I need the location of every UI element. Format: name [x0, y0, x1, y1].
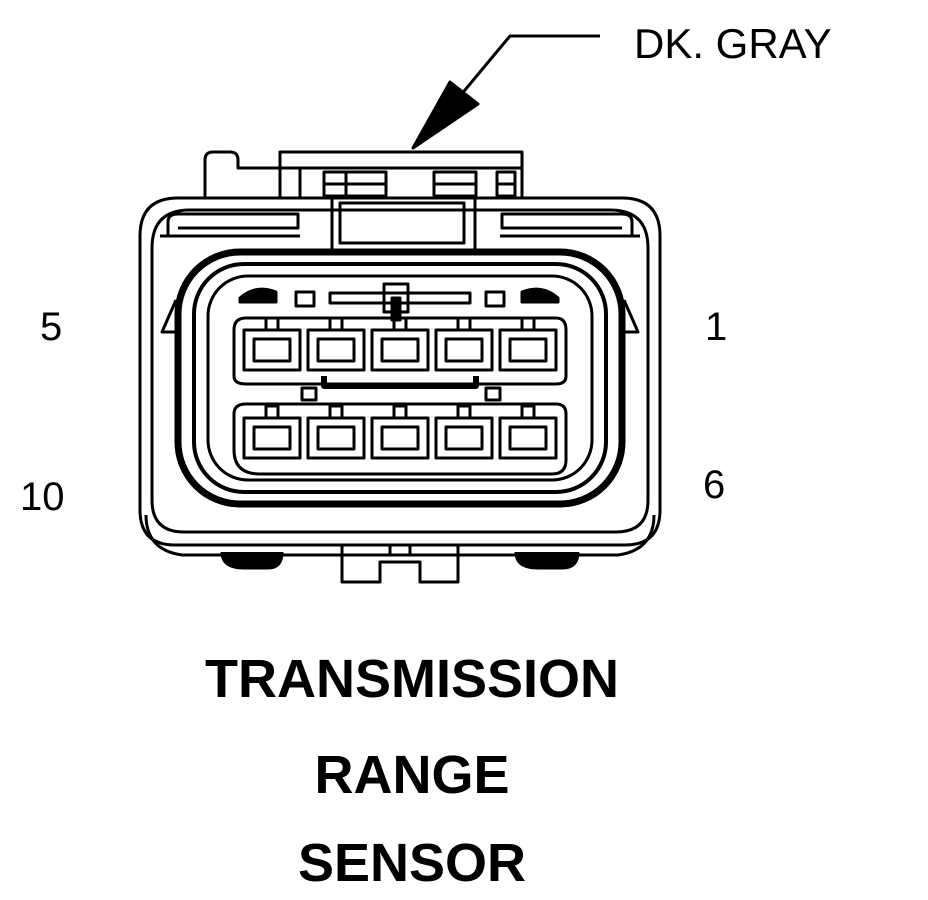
terminal-cavity — [370, 404, 430, 460]
pin-number-bottom-left: 10 — [20, 475, 65, 519]
terminal-cavity — [370, 316, 430, 372]
pin-number-top-right: 1 — [705, 305, 728, 349]
wire-leader-line — [411, 34, 600, 150]
connector-bottom-feet — [220, 543, 580, 584]
terminal-cavity — [242, 404, 302, 460]
terminal-cavity — [498, 404, 558, 460]
connector-housing — [138, 196, 662, 557]
divider-notch-right — [484, 386, 502, 402]
connector-top-latch — [203, 150, 524, 252]
terminal-cavity — [434, 316, 494, 372]
terminal-cavity — [306, 404, 366, 460]
pin-number-top-left: 5 — [40, 305, 63, 349]
terminal-cavity — [498, 316, 558, 372]
component-title-line-2: RANGE — [314, 745, 510, 805]
divider-notch-left — [300, 386, 318, 402]
wire-color-label: DK. GRAY — [634, 20, 832, 67]
connector-seal-ring — [174, 248, 626, 508]
terminal-cavity — [306, 316, 366, 372]
pin-number-bottom-right: 6 — [703, 463, 726, 507]
connector-key-strip — [238, 282, 560, 322]
component-title-line-3: SENSOR — [297, 833, 527, 893]
terminal-cavity — [434, 404, 494, 460]
terminal-cavity — [242, 316, 302, 372]
component-title-line-1: TRANSMISSION — [204, 649, 620, 709]
cavity-divider — [321, 376, 479, 389]
terminal-row-upper — [232, 316, 568, 386]
terminal-row-lower — [232, 402, 568, 476]
